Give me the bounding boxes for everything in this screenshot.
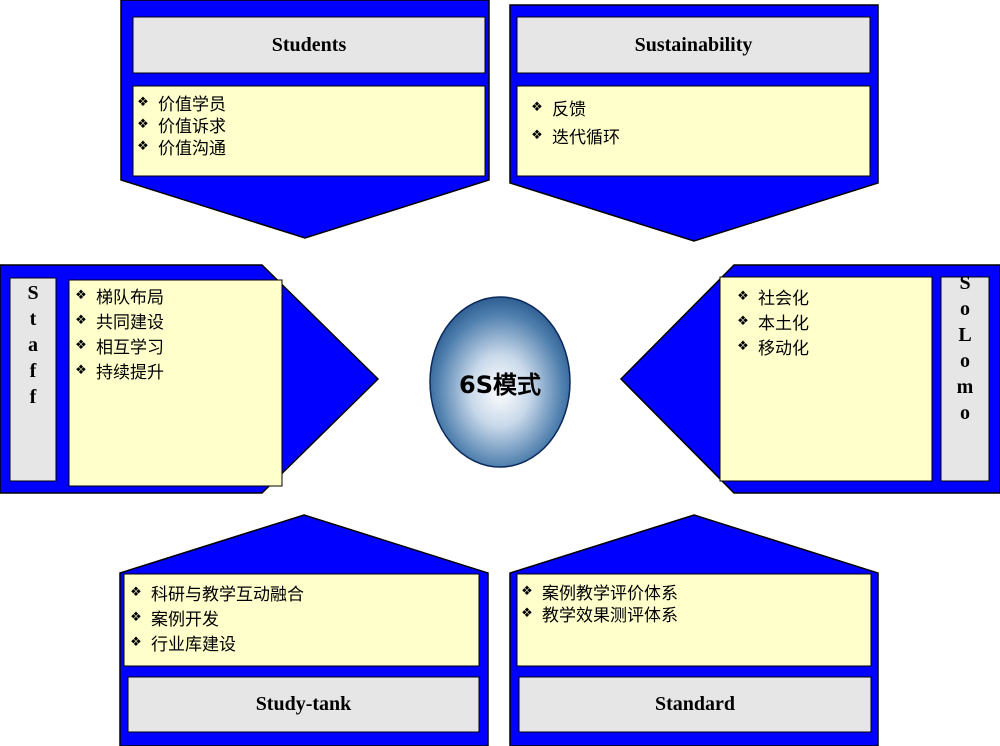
list-item: ❖持续提升 [75, 363, 164, 383]
solomo-title-letter: o [960, 298, 970, 320]
bullet-icon: ❖ [531, 100, 543, 115]
standard-item-list: ❖案例教学评价体系 ❖教学效果测评体系 [520, 580, 678, 626]
solomo-title-letter: m [956, 376, 974, 398]
bullet-icon: ❖ [75, 363, 87, 378]
list-item: ❖本土化 [737, 314, 809, 334]
students-title: Students [271, 33, 347, 56]
list-item: ❖教学效果测评体系 [521, 605, 678, 626]
staff-content-box [68, 279, 283, 487]
list-item: ❖科研与教学互动融合 [130, 585, 304, 605]
bullet-icon: ❖ [130, 635, 142, 650]
bullet-icon: ❖ [737, 339, 749, 354]
solomo-title: S o L o m o [941, 270, 989, 426]
staff-title-letter: t [29, 308, 37, 330]
center-ellipse [429, 296, 571, 468]
list-item: ❖反馈 [531, 100, 586, 120]
solomo-title-letter: o [960, 402, 970, 424]
sustainability-item-list: ❖反馈 ❖迭代循环 [530, 91, 620, 148]
solomo-title-letter: o [960, 350, 970, 372]
staff-title-letter: a [28, 334, 38, 356]
bullet-icon: ❖ [531, 127, 543, 143]
students-item-list: ❖价值学员 ❖价值诉求 ❖价值沟通 [136, 91, 226, 159]
bullet-icon: ❖ [137, 116, 149, 132]
bullet-icon: ❖ [75, 288, 87, 303]
solomo-content-box [719, 276, 933, 482]
study-tank-title: Study-tank [255, 693, 352, 715]
students-title-box [132, 16, 486, 74]
staff-title: S t a f f [10, 280, 56, 410]
list-item: ❖价值学员 [137, 94, 226, 115]
list-item: ❖迭代循环 [531, 127, 620, 148]
staff-title-box [9, 277, 57, 482]
solomo-title-letter: L [958, 324, 972, 346]
solomo-title-letter: S [959, 272, 971, 294]
list-item: ❖社会化 [737, 289, 809, 309]
bullet-icon: ❖ [521, 605, 533, 621]
list-item: ❖价值诉求 [137, 116, 226, 137]
solomo-title-box [940, 276, 990, 482]
bullet-icon: ❖ [137, 94, 149, 110]
staff-title-letter: S [27, 282, 39, 304]
staff-title-letter: f [29, 386, 37, 408]
solomo-item-list: ❖社会化 ❖本土化 ❖移动化 [736, 284, 809, 359]
bullet-icon: ❖ [75, 313, 87, 328]
sustainability-title: Sustainability [634, 33, 753, 56]
list-item: ❖行业库建设 [130, 635, 236, 655]
bullet-icon: ❖ [130, 585, 142, 600]
study-tank-item-list: ❖科研与教学互动融合 ❖案例开发 ❖行业库建设 [129, 580, 304, 655]
bullet-icon: ❖ [521, 583, 533, 599]
center-label: 6S模式 [459, 370, 541, 399]
list-item: ❖价值沟通 [137, 138, 226, 159]
list-item: ❖相互学习 [75, 338, 164, 358]
bullet-icon: ❖ [737, 289, 749, 304]
study-tank-title-box [127, 676, 480, 733]
standard-content-box [516, 573, 872, 667]
list-item: ❖案例开发 [130, 610, 219, 630]
bullet-icon: ❖ [75, 338, 87, 353]
bullet-icon: ❖ [137, 138, 149, 154]
bullet-icon: ❖ [130, 610, 142, 625]
standard-title-box [518, 676, 872, 733]
list-item: ❖移动化 [737, 339, 809, 359]
bullet-icon: ❖ [737, 314, 749, 329]
standard-title: Standard [654, 693, 736, 715]
staff-item-list: ❖梯队布局 ❖共同建设 ❖相互学习 ❖持续提升 [74, 283, 164, 383]
list-item: ❖梯队布局 [75, 288, 164, 308]
list-item: ❖共同建设 [75, 313, 164, 333]
sustainability-title-box [516, 16, 871, 74]
sustainability-content-box [516, 85, 871, 177]
staff-title-letter: f [29, 360, 37, 382]
students-content-box [132, 85, 486, 177]
list-item: ❖案例教学评价体系 [521, 583, 678, 604]
study-tank-content-box [123, 573, 480, 667]
